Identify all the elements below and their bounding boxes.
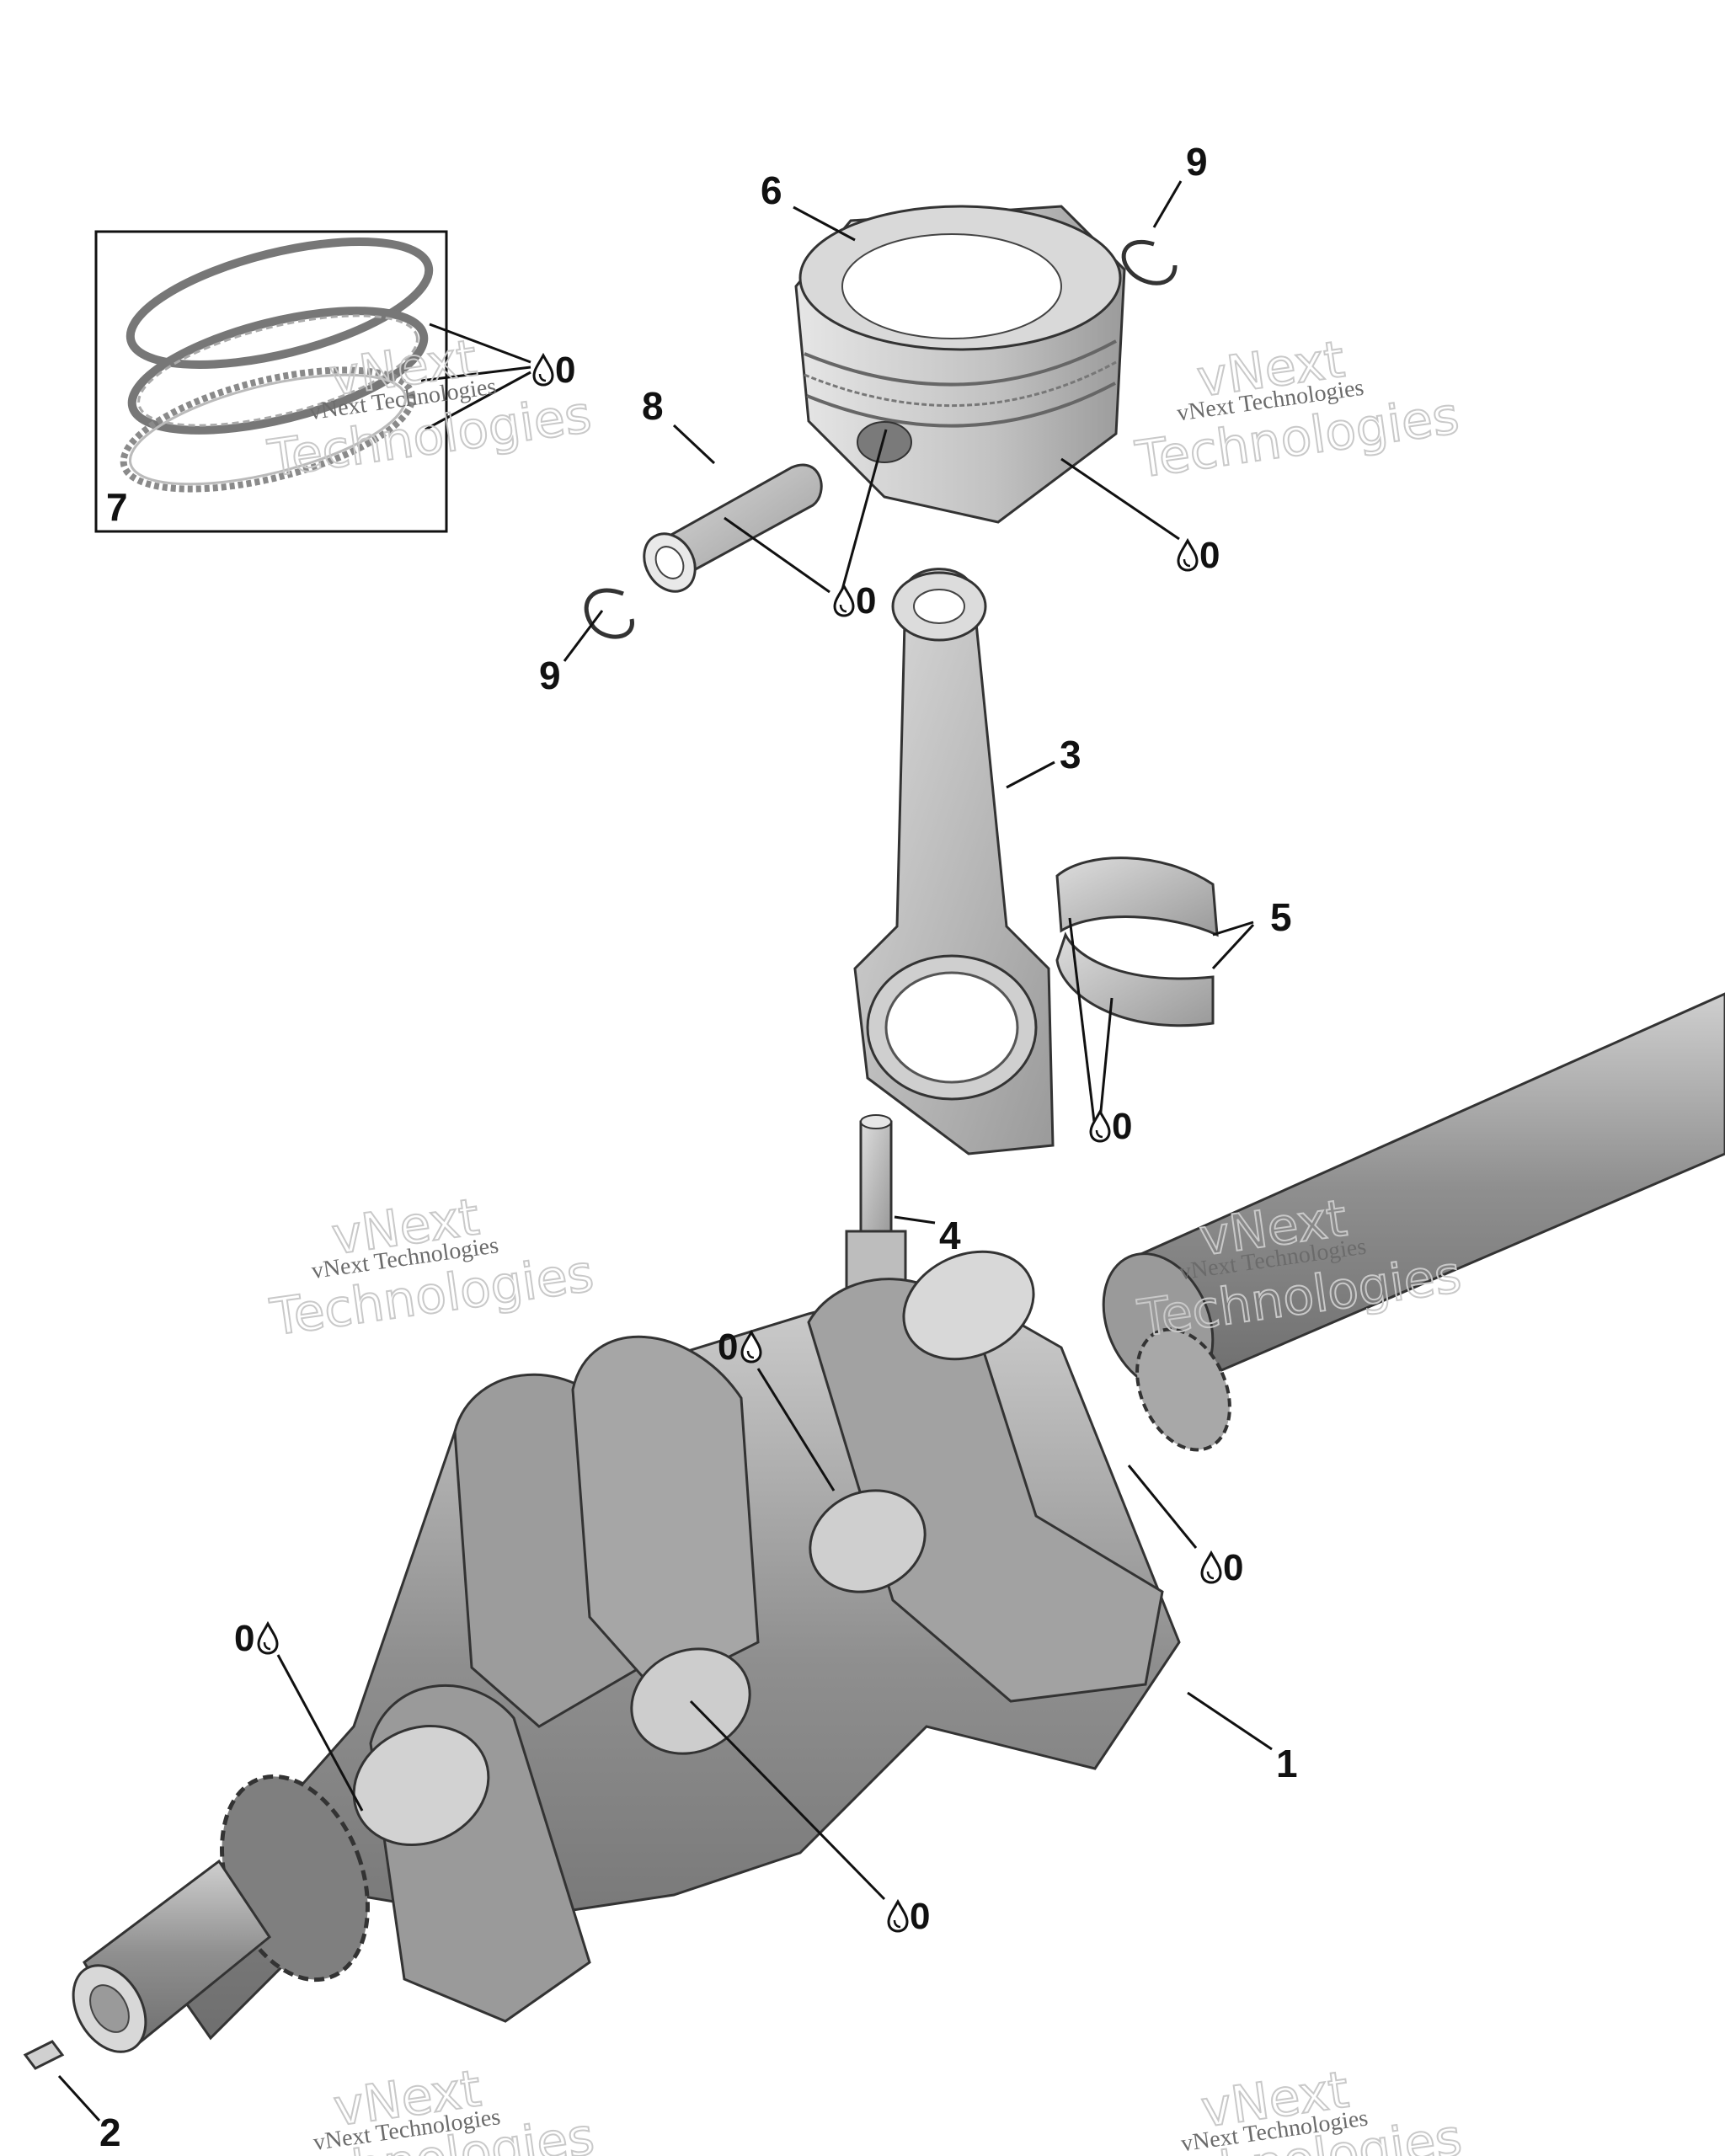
oil-symbol-crank-top: 0 <box>718 1326 762 1368</box>
svg-text:0: 0 <box>910 1896 930 1937</box>
leader-lines <box>57 180 1273 2122</box>
svg-text:0: 0 <box>1112 1106 1132 1147</box>
oil-drop-icon <box>833 584 855 617</box>
callout-4: 4 <box>939 1214 961 1257</box>
circlip-right <box>1121 239 1178 286</box>
oil-symbols: 0 0 0 0 0 0 0 0 <box>234 350 1243 1937</box>
oil-symbol-piston: 0 <box>1177 535 1220 576</box>
oil-drop-icon <box>887 1900 909 1933</box>
piston <box>794 205 1126 524</box>
oil-symbol-crank-left: 0 <box>234 1618 279 1659</box>
svg-text:0: 0 <box>1223 1547 1243 1588</box>
watermark-bottom-left: vNext Technologies vNext Technologies <box>266 2058 598 2156</box>
oil-symbol-pin: 0 <box>833 580 876 622</box>
piston-pin <box>643 463 823 593</box>
oil-symbol-rings: 0 <box>532 350 575 391</box>
callout-3: 3 <box>1060 733 1081 776</box>
callout-5: 5 <box>1270 895 1292 939</box>
callout-7: 7 <box>106 485 128 529</box>
callout-2: 2 <box>99 2111 121 2154</box>
watermark-bottom-right: vNext Technologies vNext Technologies <box>1134 2060 1466 2156</box>
watermark-top-left: vNext Technologies vNext Technologies <box>264 328 595 489</box>
oil-drop-icon <box>1200 1551 1222 1584</box>
callout-1: 1 <box>1276 1742 1298 1785</box>
oil-drop-icon <box>1177 539 1199 572</box>
watermark-mid-right: vNext Technologies vNext Technologies <box>1134 1188 1466 1350</box>
bearing-shells <box>1055 857 1219 1027</box>
watermark-top-right: vNext Technologies vNext Technologies <box>1131 329 1463 491</box>
oil-drop-icon <box>532 354 554 387</box>
ring-set-frame <box>94 230 448 533</box>
circlip-left <box>584 588 634 639</box>
svg-text:0: 0 <box>856 580 876 622</box>
connecting-rod <box>853 568 1055 1155</box>
svg-text:0: 0 <box>718 1326 738 1368</box>
svg-text:0: 0 <box>555 350 575 391</box>
woodruff-key <box>23 2040 65 2070</box>
callout-6: 6 <box>761 168 782 212</box>
crankshaft <box>72 992 1725 2053</box>
svg-text:0: 0 <box>234 1618 254 1659</box>
oil-symbol-crank-right: 0 <box>1200 1547 1243 1588</box>
connecting-rod-bolt <box>845 1114 907 1290</box>
callout-labels: 1 2 3 4 5 6 7 8 9 9 <box>99 140 1298 2154</box>
oil-symbol-bearings: 0 <box>1089 1106 1132 1147</box>
oil-symbol-crank-bottom: 0 <box>887 1896 930 1937</box>
svg-text:0: 0 <box>1199 535 1220 576</box>
callout-8: 8 <box>642 384 664 428</box>
oil-drop-icon <box>257 1622 279 1655</box>
callout-9-left: 9 <box>539 654 561 697</box>
piston-ring-set <box>94 230 448 533</box>
watermark-mid-left: vNext Technologies vNext Technologies <box>266 1187 598 1348</box>
callout-9-right: 9 <box>1186 140 1208 184</box>
